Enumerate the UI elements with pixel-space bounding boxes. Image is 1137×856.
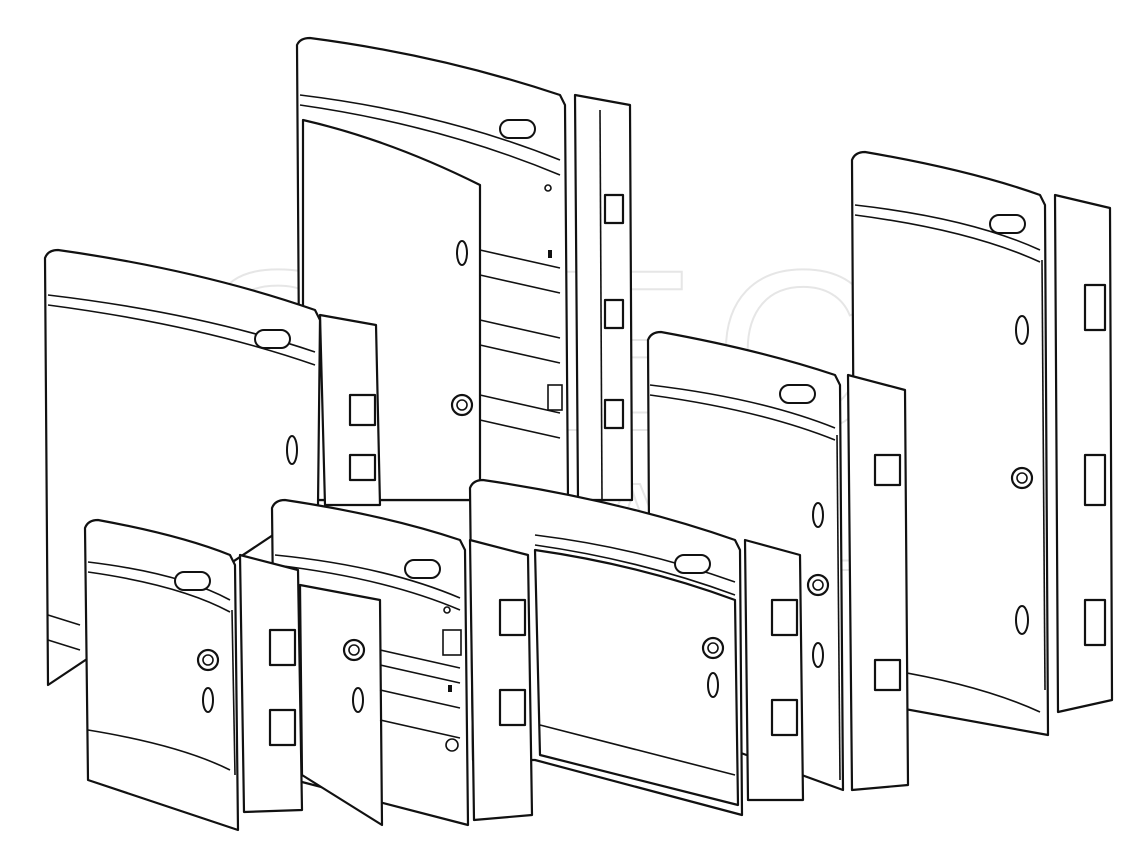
- enclosure-small-left: [83, 518, 304, 832]
- enclosure-wide-front: [468, 478, 805, 817]
- enclosure-open-center: [270, 498, 534, 827]
